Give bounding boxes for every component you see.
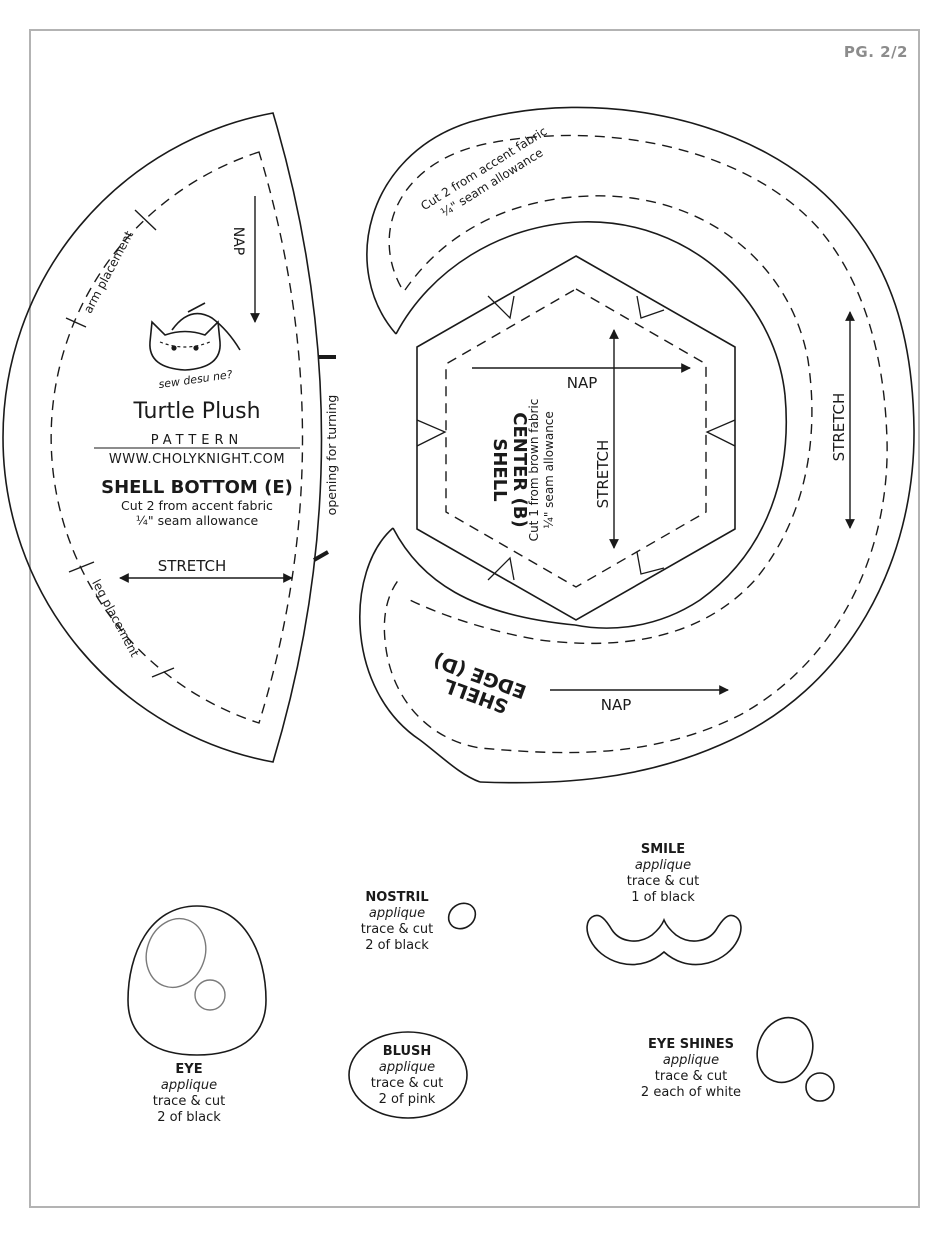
nostril-applique: NOSTRIL applique trace & cut 2 of black (361, 890, 477, 953)
eye-shines-large (756, 1016, 814, 1084)
eye-shines-small (805, 1072, 835, 1102)
nostril-shape (447, 902, 477, 930)
smile-line2: 1 of black (631, 890, 695, 905)
arm-notch-top (134, 209, 157, 231)
blush-line2: 2 of pink (379, 1092, 436, 1107)
shell-bottom-stretch-label: STRETCH (158, 557, 227, 575)
smile-line1: trace & cut (627, 874, 699, 889)
leg-placement-label: leg placement (89, 577, 142, 660)
shell-bottom-piece: NAP STRETCH arm placement leg placement … (2, 112, 339, 763)
smile-title: SMILE (641, 842, 685, 857)
shell-edge-nap-label: NAP (601, 696, 632, 714)
blush-title: BLUSH (383, 1044, 432, 1059)
blush-applique: BLUSH applique trace & cut 2 of pink (348, 1031, 468, 1119)
shell-center-nap-label: NAP (567, 374, 598, 392)
shell-bottom-outline (2, 112, 323, 763)
arm-notch-bottom (65, 317, 87, 328)
logo-text: sew desu ne? (158, 368, 234, 391)
nostril-line2: 2 of black (365, 938, 429, 953)
eye-shines-type: applique (663, 1053, 719, 1068)
eye-shine-large (145, 917, 207, 989)
shell-bottom-seam: ¼" seam allowance (136, 513, 259, 528)
eye-type: applique (161, 1078, 217, 1093)
shell-center-piece: NAP STRETCH SHELL CENTER (B) Cut 1 from … (416, 255, 736, 621)
brand-pattern-word: PATTERN (151, 433, 244, 448)
arm-placement-label: arm placement (81, 228, 136, 315)
eye-shines-line1: trace & cut (655, 1069, 727, 1084)
eye-shine-small (194, 979, 226, 1011)
blush-line1: trace & cut (371, 1076, 443, 1091)
shell-bottom-nap-label: NAP (230, 227, 246, 256)
brand-website: WWW.CHOLYKNIGHT.COM (109, 452, 285, 467)
opening-label: opening for turning (324, 395, 339, 516)
eye-title: EYE (175, 1062, 202, 1077)
eye-applique: EYE applique trace & cut 2 of black (127, 905, 267, 1125)
eye-line1: trace & cut (153, 1094, 225, 1109)
nostril-line1: trace & cut (361, 922, 433, 937)
shell-bottom-cut: Cut 2 from accent fabric (121, 498, 273, 513)
eye-shines-title: EYE SHINES (648, 1037, 734, 1052)
eye-shape (127, 905, 267, 1056)
leg-notch-bottom (151, 667, 175, 678)
shell-center-outline (416, 255, 736, 621)
shell-center-title-2: CENTER (B) (509, 412, 530, 527)
shell-bottom-seam-line (50, 151, 304, 724)
shell-edge-inner-seam (404, 195, 813, 645)
shell-edge-stretch-label: STRETCH (830, 393, 848, 462)
page-number: PG. 2/2 (843, 43, 908, 61)
eye-line2: 2 of black (157, 1110, 221, 1125)
page-border (29, 29, 920, 1208)
shell-center-seam: ¼" seam allowance (542, 411, 556, 529)
eye-shines-line2: 2 each of white (641, 1085, 741, 1100)
shell-bottom-title: SHELL BOTTOM (E) (101, 477, 293, 498)
smile-shape (586, 914, 742, 966)
shell-center-stretch-label: STRETCH (594, 440, 612, 509)
shell-center-cut: Cut 1 from brown fabric (527, 399, 541, 542)
blush-type: applique (379, 1060, 435, 1075)
brand-title: Turtle Plush (132, 399, 260, 424)
opening-mark-bottom (313, 550, 329, 562)
eye-shines-applique: EYE SHINES applique trace & cut 2 each o… (641, 1016, 835, 1102)
shell-center-title-1: SHELL (489, 438, 510, 501)
nostril-title: NOSTRIL (365, 890, 428, 905)
smile-applique: SMILE applique trace & cut 1 of black (586, 842, 742, 966)
shell-center-seam (445, 288, 707, 588)
leg-notch-top (68, 561, 95, 573)
cat-logo (149, 302, 241, 371)
shell-edge-cut: Cut 2 from accent fabric (418, 124, 549, 213)
nostril-type: applique (369, 906, 425, 921)
blush-shape (348, 1031, 468, 1119)
smile-type: applique (635, 858, 691, 873)
